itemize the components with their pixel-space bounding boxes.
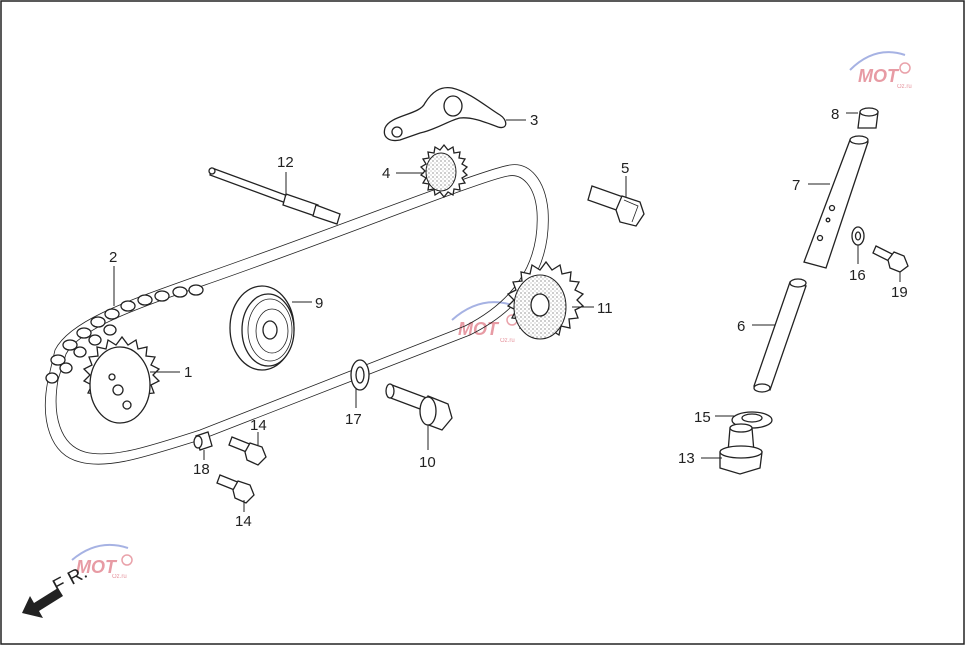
svg-text:17: 17 — [345, 411, 362, 428]
callout-9: 9 — [292, 295, 323, 312]
small-sprocket — [419, 143, 469, 199]
callout-6: 6 — [737, 318, 775, 335]
pushrod-cap — [857, 107, 879, 129]
svg-text:MOT: MOT — [76, 557, 118, 577]
callout-19: 19 — [891, 272, 908, 301]
svg-text:MOT: MOT — [858, 66, 900, 86]
svg-text:3: 3 — [530, 112, 538, 129]
chain-links-detail — [45, 284, 204, 384]
tensioner-spring — [753, 278, 807, 393]
front-arrow-icon — [22, 588, 63, 618]
svg-text:16: 16 — [849, 267, 866, 284]
front-direction-indicator: F R. — [22, 562, 91, 618]
callout-16: 16 — [849, 245, 866, 284]
callout-1: 1 — [150, 364, 192, 381]
cam-chain — [45, 164, 549, 465]
svg-text:MOT: MOT — [458, 319, 500, 339]
cam-sprocket — [506, 260, 585, 340]
washer-17 — [350, 359, 370, 391]
svg-text:2: 2 — [109, 249, 117, 266]
svg-text:15: 15 — [694, 409, 711, 426]
pin-shaft — [208, 167, 341, 225]
callout-7: 7 — [792, 177, 830, 194]
svg-text:13: 13 — [678, 450, 695, 467]
chain-guide-bracket — [383, 86, 507, 142]
callout-2: 2 — [109, 249, 117, 306]
svg-text:19: 19 — [891, 284, 908, 301]
svg-text:8: 8 — [831, 106, 839, 123]
svg-text:6: 6 — [737, 318, 745, 335]
crank-sprocket — [82, 335, 161, 424]
tensioner-pushrod — [803, 135, 869, 269]
svg-text:9: 9 — [315, 295, 323, 312]
svg-text:4: 4 — [382, 165, 390, 182]
callout-12: 12 — [277, 154, 294, 196]
callout-3: 3 — [506, 112, 538, 129]
svg-text:7: 7 — [792, 177, 800, 194]
svg-text:14: 14 — [235, 513, 252, 530]
callouts: 1 2 3 4 5 6 7 8 — [109, 106, 908, 530]
svg-text:Oz.ru: Oz.ru — [112, 574, 127, 580]
watermark-bottom-left: MOT Oz.ru — [71, 544, 133, 580]
bolt-14-lower — [216, 474, 255, 504]
callout-10: 10 — [419, 425, 436, 471]
tensioner-roller — [229, 285, 295, 371]
washer-16 — [851, 226, 865, 246]
svg-text:14: 14 — [250, 417, 267, 434]
svg-text:10: 10 — [419, 454, 436, 471]
callout-4: 4 — [382, 165, 424, 182]
flange-bolt — [587, 185, 645, 227]
callout-11: 11 — [572, 300, 613, 317]
callout-14-lower: 14 — [235, 500, 252, 530]
callout-13: 13 — [678, 450, 722, 467]
svg-text:11: 11 — [597, 300, 613, 317]
svg-text:Oz.ru: Oz.ru — [500, 338, 515, 344]
sealing-bolt — [719, 423, 763, 475]
dowel-pin — [193, 431, 213, 451]
svg-text:18: 18 — [193, 461, 210, 478]
svg-text:1: 1 — [184, 364, 192, 381]
callout-5: 5 — [621, 160, 629, 198]
callout-8: 8 — [831, 106, 858, 123]
svg-text:12: 12 — [277, 154, 294, 171]
svg-text:5: 5 — [621, 160, 629, 177]
callout-17: 17 — [345, 389, 362, 428]
svg-text:Oz.ru: Oz.ru — [897, 84, 912, 90]
callout-14-upper: 14 — [250, 417, 267, 445]
watermark-top-right: MOT Oz.ru — [849, 51, 912, 90]
callout-15: 15 — [694, 409, 734, 426]
callout-18: 18 — [193, 450, 210, 478]
bolt-14-upper — [228, 436, 267, 466]
